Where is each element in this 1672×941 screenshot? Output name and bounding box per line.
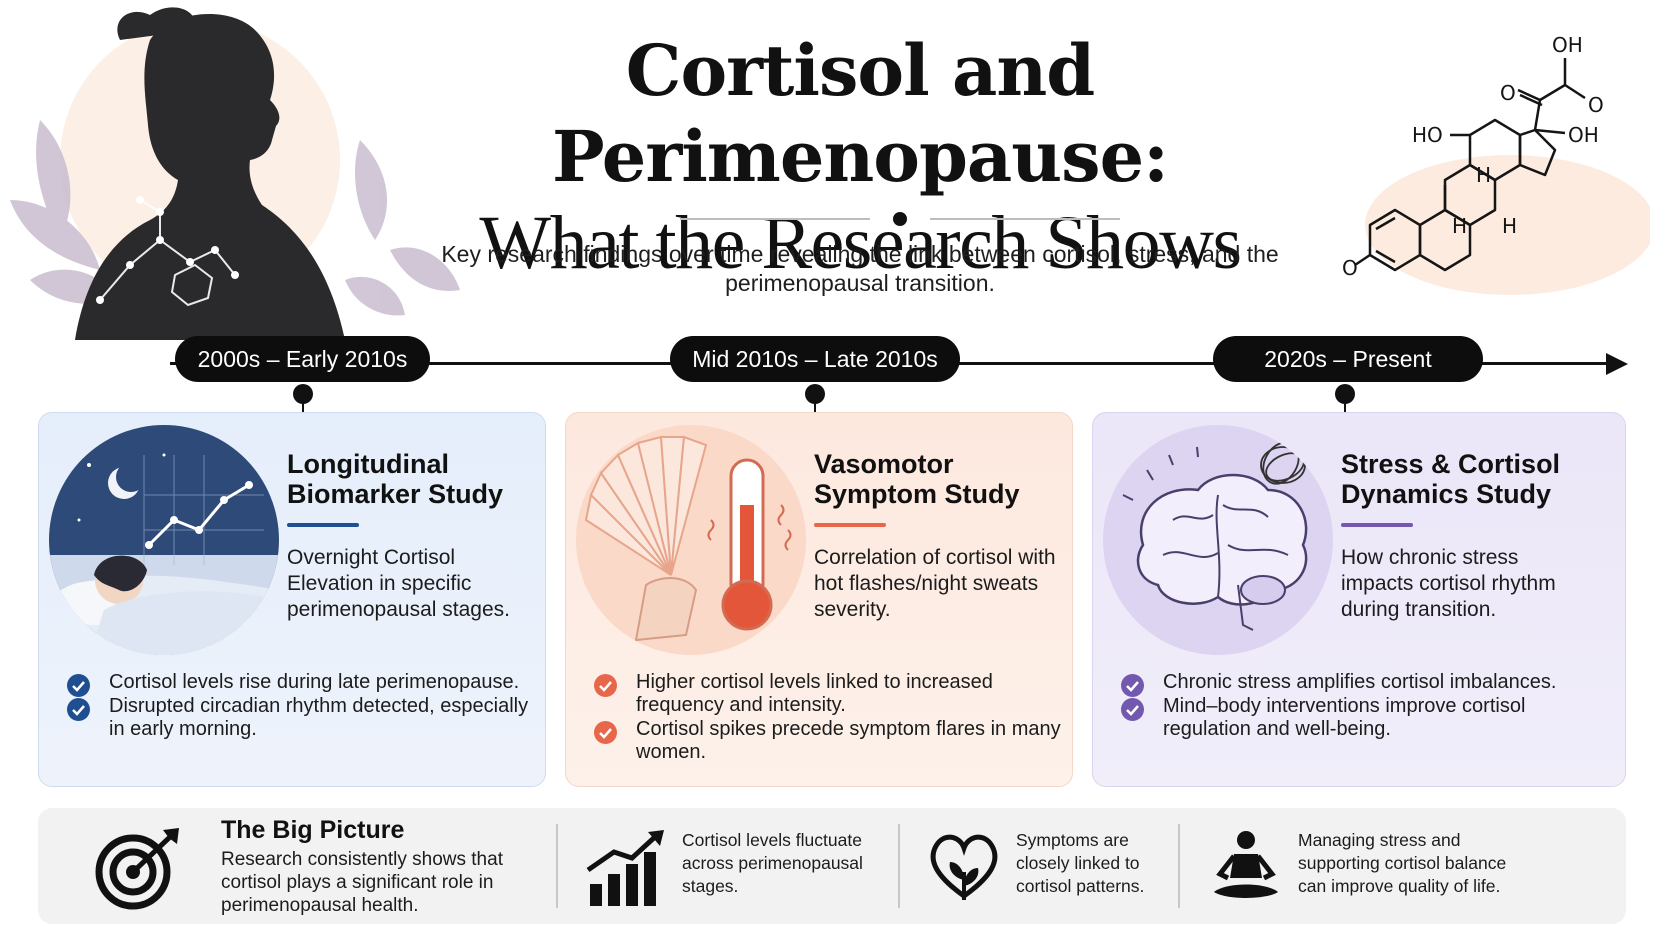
svg-text:O: O	[1500, 81, 1516, 105]
title-line-1: Cortisol and Perimenopause:	[552, 29, 1169, 198]
study-title: Stress & Cortisol Dynamics Study	[1341, 449, 1561, 509]
study-description: Correlation of cortisol with hot flashes…	[814, 546, 1056, 621]
meditation-icon	[1214, 831, 1278, 898]
big-picture-panel: The Big Picture Research consistently sh…	[38, 808, 1626, 924]
sleeping-woman-illustration	[49, 425, 279, 655]
check-icon	[594, 721, 617, 744]
target-icon	[95, 828, 179, 910]
rising-bar-chart-icon	[586, 830, 664, 906]
finding-item: Disrupted circadian rhythm detected, esp…	[67, 695, 537, 741]
title-underline	[1341, 523, 1413, 527]
study-card-stress-dynamics: Stress & Cortisol Dynamics Study How chr…	[1092, 412, 1626, 787]
heart-leaf-icon	[930, 834, 998, 900]
check-icon	[594, 674, 617, 697]
finding-item: Cortisol spikes precede symptom flares i…	[594, 718, 1064, 764]
era-label-2: Mid 2010s – Late 2010s	[670, 336, 960, 382]
summary-point: Managing stress and supporting cortisol …	[1298, 830, 1507, 896]
era-label-1: 2000s – Early 2010s	[175, 336, 430, 382]
svg-text:OH: OH	[1552, 33, 1583, 57]
finding-item: Higher cortisol levels linked to increas…	[594, 671, 1064, 717]
summary-point: Cortisol levels fluctuate across perimen…	[682, 830, 863, 896]
check-icon	[67, 698, 90, 721]
check-icon	[1121, 674, 1144, 697]
finding-item: Chronic stress amplifies cortisol imbala…	[1121, 671, 1591, 697]
check-icon	[1121, 698, 1144, 721]
subtitle: Key research findings over time revealin…	[441, 241, 1279, 296]
divider	[898, 824, 900, 908]
findings-list: Cortisol levels rise during late perimen…	[67, 671, 537, 742]
findings-list: Chronic stress amplifies cortisol imbala…	[1121, 671, 1591, 742]
title-underline	[814, 523, 886, 527]
woman-silhouette-illustration	[10, 7, 460, 341]
title-divider	[680, 212, 1120, 226]
svg-text:OH: OH	[1568, 123, 1599, 147]
big-picture-text: Research consistently shows that cortiso…	[221, 849, 503, 916]
title-line-2: What the Research Shows	[479, 201, 1242, 285]
svg-text:O: O	[1588, 93, 1604, 117]
divider	[1178, 824, 1180, 908]
page-title: Cortisol and Perimenopause: What the Res…	[330, 28, 1390, 286]
study-description: How chronic stress impacts cortisol rhyt…	[1341, 546, 1556, 621]
summary-point: Symptoms are closely linked to cortisol …	[1016, 830, 1145, 896]
title-underline	[287, 523, 359, 527]
study-card-vasomotor: Vasomotor Symptom Study Correlation of c…	[565, 412, 1073, 787]
finding-item: Cortisol levels rise during late perimen…	[67, 671, 537, 697]
findings-list: Higher cortisol levels linked to increas…	[594, 671, 1064, 765]
study-description: Overnight Cortisol Elevation in specific…	[287, 546, 510, 621]
timeline-arrow-icon	[1606, 353, 1628, 375]
finding-item: Mind–body interventions improve cortisol…	[1121, 695, 1591, 741]
study-title: Vasomotor Symptom Study	[814, 449, 1020, 509]
study-title: Longitudinal Biomarker Study	[287, 449, 504, 509]
svg-text:HO: HO	[1412, 123, 1443, 147]
fan-thermometer-illustration	[576, 425, 806, 655]
svg-text:O: O	[1342, 256, 1358, 280]
cortisol-molecule-icon: OH O O HO OH H H H O	[1342, 33, 1650, 295]
brain-illustration	[1103, 425, 1333, 655]
svg-text:H: H	[1476, 163, 1491, 187]
svg-text:H: H	[1452, 214, 1467, 238]
svg-text:H: H	[1502, 214, 1517, 238]
era-label-3: 2020s – Present	[1213, 336, 1483, 382]
divider	[556, 824, 558, 908]
study-card-longitudinal: Longitudinal Biomarker Study Overnight C…	[38, 412, 546, 787]
check-icon	[67, 674, 90, 697]
big-picture-title: The Big Picture	[221, 816, 405, 844]
